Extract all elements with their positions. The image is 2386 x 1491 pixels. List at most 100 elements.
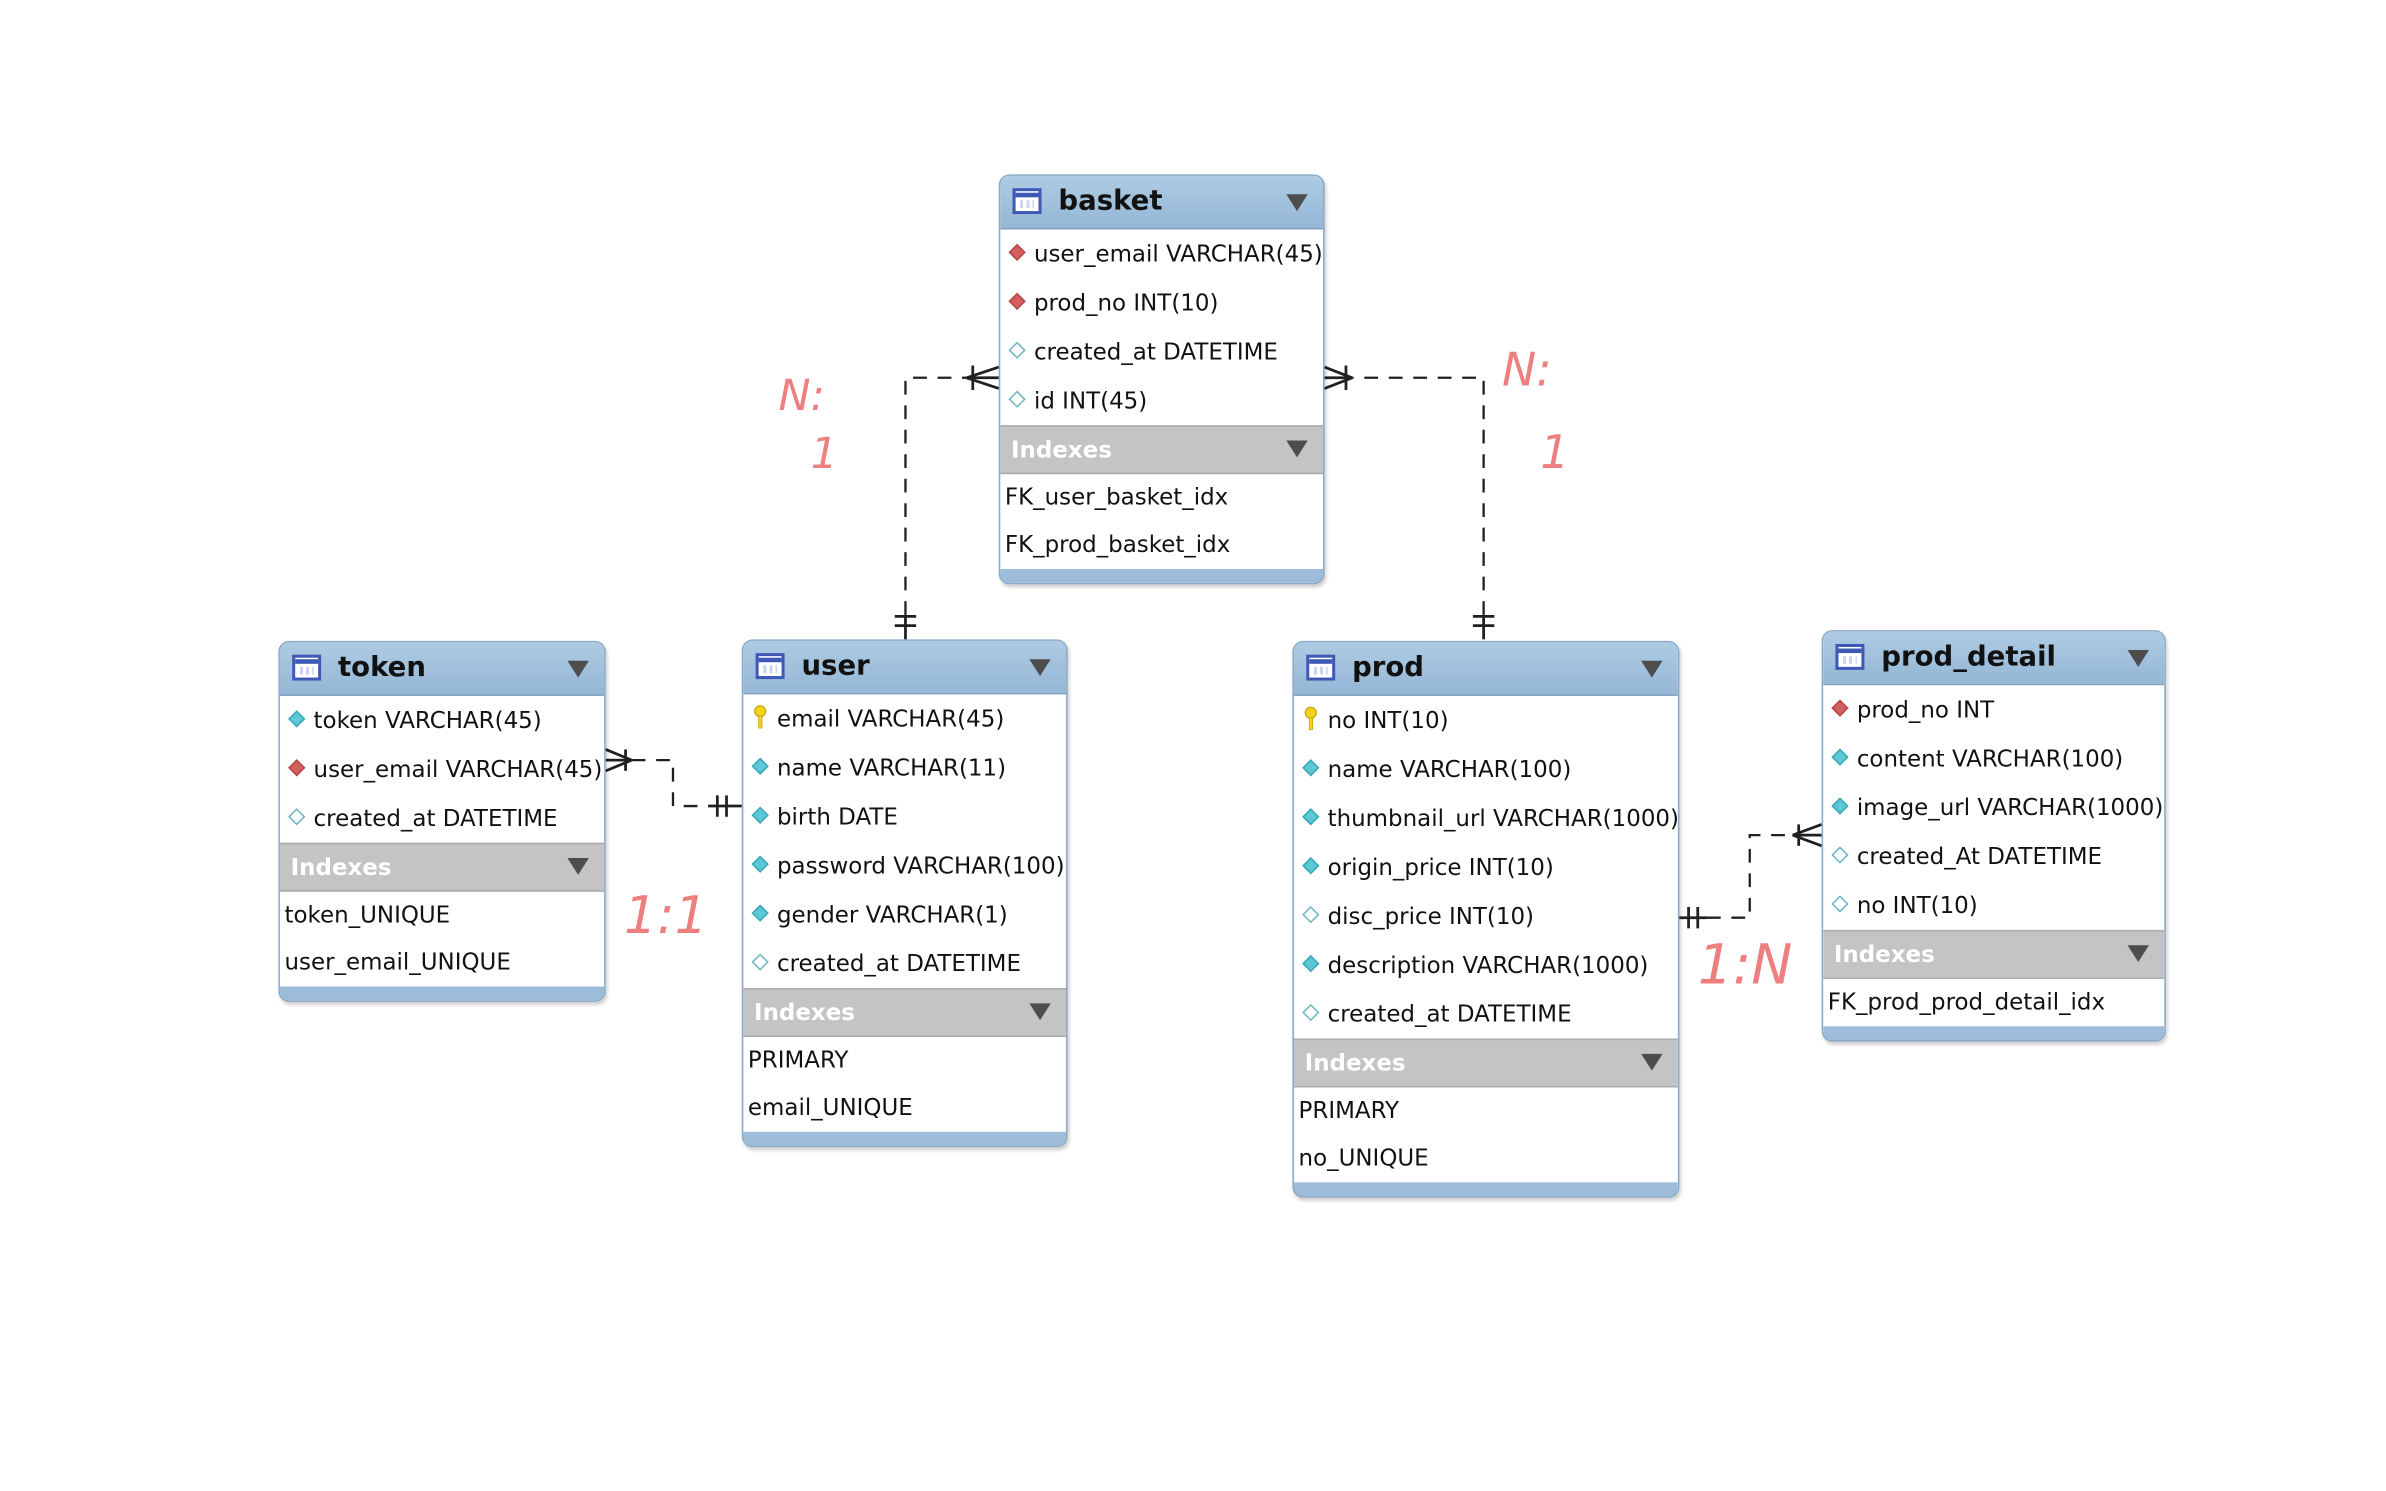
nullable-diamond-icon [288,808,306,826]
notnull-diamond-icon [1302,759,1320,777]
nullable-diamond-icon [1831,895,1849,913]
crowfoot-mandatory-one-mark [1687,906,1700,929]
index-row: no_UNIQUE [1294,1135,1678,1182]
field-row: id INT(45) [1000,376,1323,425]
collapse-arrow-icon[interactable] [1641,1053,1663,1071]
field-label: no INT(10) [1856,891,1978,920]
field-row: token VARCHAR(45) [280,696,604,745]
collapse-arrow-icon[interactable] [1029,659,1051,677]
entity-footer [1823,1026,2165,1041]
collapse-arrow-icon[interactable] [2127,650,2149,667]
index-label: FK_prod_basket_idx [1004,530,1231,559]
notnull-diamond-icon [1831,797,1849,815]
index-label: FK_prod_prod_detail_idx [1827,988,2106,1016]
collapse-arrow-icon[interactable] [1029,1003,1051,1021]
annotation-token-user: 1:1 [624,886,708,946]
indexes-title: Indexes [1304,1049,1406,1077]
field-row: no INT(10) [1294,696,1678,745]
field-label: disc_price INT(10) [1327,902,1535,930]
index-label: PRIMARY [747,1046,849,1074]
entity-title: prod_detail [1881,640,2056,673]
index-label: email_UNIQUE [747,1093,913,1122]
field-row: no INT(10) [1823,881,2164,930]
field-row: email VARCHAR(45) [743,694,1066,743]
field-row: user_email VARCHAR(45) [1000,229,1323,278]
index-row: token_UNIQUE [280,892,604,939]
indexes-header[interactable]: Indexes [743,988,1067,1038]
crowfoot-mandatory-one-mark [1472,615,1495,627]
collapse-arrow-icon[interactable] [1286,194,1308,212]
fk-diamond-icon [1831,699,1849,717]
indexes-title: Indexes [290,853,392,881]
entity-footer [279,986,605,1001]
entity-header[interactable]: basket [1000,175,1324,230]
field-label: created_at DATETIME [1327,1000,1572,1028]
table-icon [1012,188,1042,215]
index-row: PRIMARY [1294,1087,1678,1134]
field-row: content VARCHAR(100) [1823,734,2164,783]
index-label: token_UNIQUE [284,900,451,929]
field-label: email VARCHAR(45) [776,705,1005,733]
field-label: prod_no INT(10) [1033,289,1219,317]
collapse-arrow-icon[interactable] [1641,660,1663,678]
entity-title: token [338,651,426,684]
notnull-diamond-icon [1302,954,1320,973]
indexes-header[interactable]: Indexes [1823,929,2165,979]
field-label: name VARCHAR(11) [776,754,1007,782]
nullable-diamond-icon [1008,390,1026,408]
field-label: no INT(10) [1327,706,1449,735]
entity-basket[interactable]: basket user_email VARCHAR(45) prod_no IN… [998,174,1325,585]
field-label: name VARCHAR(100) [1327,755,1572,784]
entity-footer [1000,568,1324,583]
entity-user[interactable]: user email VARCHAR(45) name VARCHAR(11) … [741,639,1068,1148]
crowfoot-mandatory-one-mark [894,615,917,627]
field-label: user_email VARCHAR(45) [1033,240,1323,268]
index-label: user_email_UNIQUE [284,948,511,976]
field-row: thumbnail_url VARCHAR(1000) [1294,794,1678,843]
indexes-title: Indexes [1010,435,1112,464]
relationship-prod-basket [1352,376,1485,615]
table-icon [1835,643,1865,670]
index-row: email_UNIQUE [743,1084,1066,1131]
field-row: created_At DATETIME [1823,832,2164,881]
index-label: no_UNIQUE [1298,1144,1429,1172]
entity-prod[interactable]: prod no INT(10) name VARCHAR(100) thumbn… [1292,640,1680,1198]
notnull-diamond-icon [751,757,769,775]
annotation-user-basket-1: 1 [811,429,838,479]
entity-token[interactable]: token token VARCHAR(45) user_email VARCH… [278,640,606,1002]
relationship-prod-prod-detail [1706,833,1793,919]
collapse-arrow-icon[interactable] [567,660,589,678]
field-row: image_url VARCHAR(1000) [1823,783,2164,832]
field-label: origin_price INT(10) [1327,853,1554,881]
entity-header[interactable]: prod_detail [1823,631,2165,686]
crowfoot-many-mark [1792,823,1823,848]
field-row: name VARCHAR(11) [743,743,1066,792]
field-label: created_At DATETIME [1856,842,2103,871]
annotation-user-basket-n: N: [779,371,825,421]
annotation-prod-basket-1: 1 [1540,425,1569,479]
fk-diamond-icon [1008,292,1026,310]
fk-diamond-icon [1008,243,1026,262]
field-label: password VARCHAR(100) [776,851,1065,880]
fk-diamond-icon [288,759,306,777]
entity-prod-detail[interactable]: prod_detail prod_no INT content VARCHAR(… [1821,630,2166,1042]
field-label: token VARCHAR(45) [313,706,542,735]
notnull-diamond-icon [751,904,769,922]
entity-title: user [801,650,870,683]
notnull-diamond-icon [1302,808,1320,826]
entity-header[interactable]: prod [1293,642,1678,696]
nullable-diamond-icon [1008,341,1026,359]
collapse-arrow-icon[interactable] [567,858,589,875]
field-row: user_email VARCHAR(45) [280,745,604,794]
indexes-header[interactable]: Indexes [279,842,605,892]
field-label: content VARCHAR(100) [1856,744,2124,773]
indexes-header[interactable]: Indexes [1000,425,1324,475]
index-row: user_email_UNIQUE [280,939,604,986]
entity-header[interactable]: user [743,640,1067,695]
entity-header[interactable]: token [279,642,605,696]
collapse-arrow-icon[interactable] [1286,440,1308,458]
field-row: disc_price INT(10) [1294,892,1678,941]
indexes-header[interactable]: Indexes [1293,1038,1678,1088]
collapse-arrow-icon[interactable] [2127,945,2149,963]
